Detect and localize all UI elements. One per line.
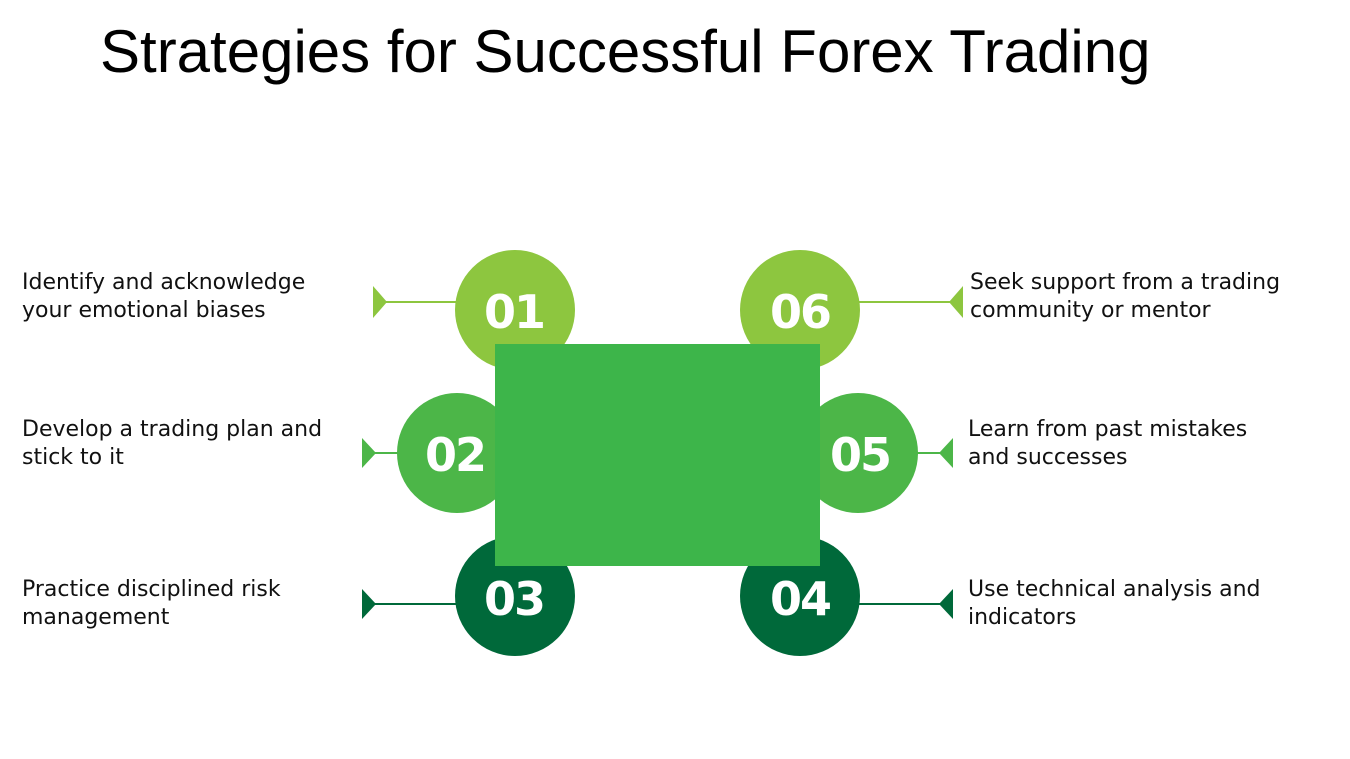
step-circle-05 (798, 393, 918, 513)
step-number-05: 05 (830, 428, 890, 482)
arrow-left-icon (939, 589, 953, 619)
step-text-04-line1: Use technical analysis and (968, 577, 1261, 602)
step-number-03: 03 (484, 572, 544, 626)
step-circle-02 (397, 393, 517, 513)
center-panel (495, 344, 820, 566)
step-number-04: 04 (770, 572, 830, 626)
step-text-06: Seek support from a trading community or… (970, 269, 1280, 325)
arrow-right-icon (362, 438, 376, 468)
arrow-right-icon (373, 286, 387, 318)
page-title: Strategies for Successful Forex Trading (100, 18, 1151, 85)
step-circle-06 (740, 250, 860, 370)
step-circle-01 (455, 250, 575, 370)
step-text-05-line1: Learn from past mistakes (968, 417, 1248, 442)
step-text-01-line1: Identify and acknowledge (22, 270, 306, 295)
step-text-01: Identify and acknowledge your emotional … (22, 269, 305, 325)
step-text-04: Use technical analysis and indicators (968, 576, 1261, 632)
connector-05 (917, 438, 953, 468)
arrow-right-icon (362, 589, 376, 619)
arrow-left-icon (939, 438, 953, 468)
connector-02 (362, 438, 398, 468)
step-text-02-line1: Develop a trading plan and (22, 417, 323, 442)
step-text-03: Practice disciplined risk management (22, 576, 281, 632)
step-text-04-line2: indicators (968, 605, 1077, 630)
step-text-06-line2: community or mentor (970, 298, 1211, 323)
step-text-05: Learn from past mistakes and successes (968, 416, 1247, 472)
connector-06 (859, 286, 963, 318)
step-number-01: 01 (484, 285, 544, 339)
step-text-03-line2: management (22, 605, 170, 630)
step-number-02: 02 (425, 428, 485, 482)
connector-04 (859, 589, 953, 619)
step-text-02: Develop a trading plan and stick to it (22, 416, 322, 472)
step-text-01-line2: your emotional biases (22, 298, 266, 323)
connector-03 (362, 589, 456, 619)
step-text-05-line2: and successes (968, 445, 1128, 470)
step-text-03-line1: Practice disciplined risk (22, 577, 281, 602)
step-text-02-line2: stick to it (22, 445, 124, 470)
connector-01 (373, 286, 456, 318)
step-number-06: 06 (770, 285, 830, 339)
arrow-left-icon (949, 286, 963, 318)
step-text-06-line1: Seek support from a trading (970, 270, 1281, 295)
